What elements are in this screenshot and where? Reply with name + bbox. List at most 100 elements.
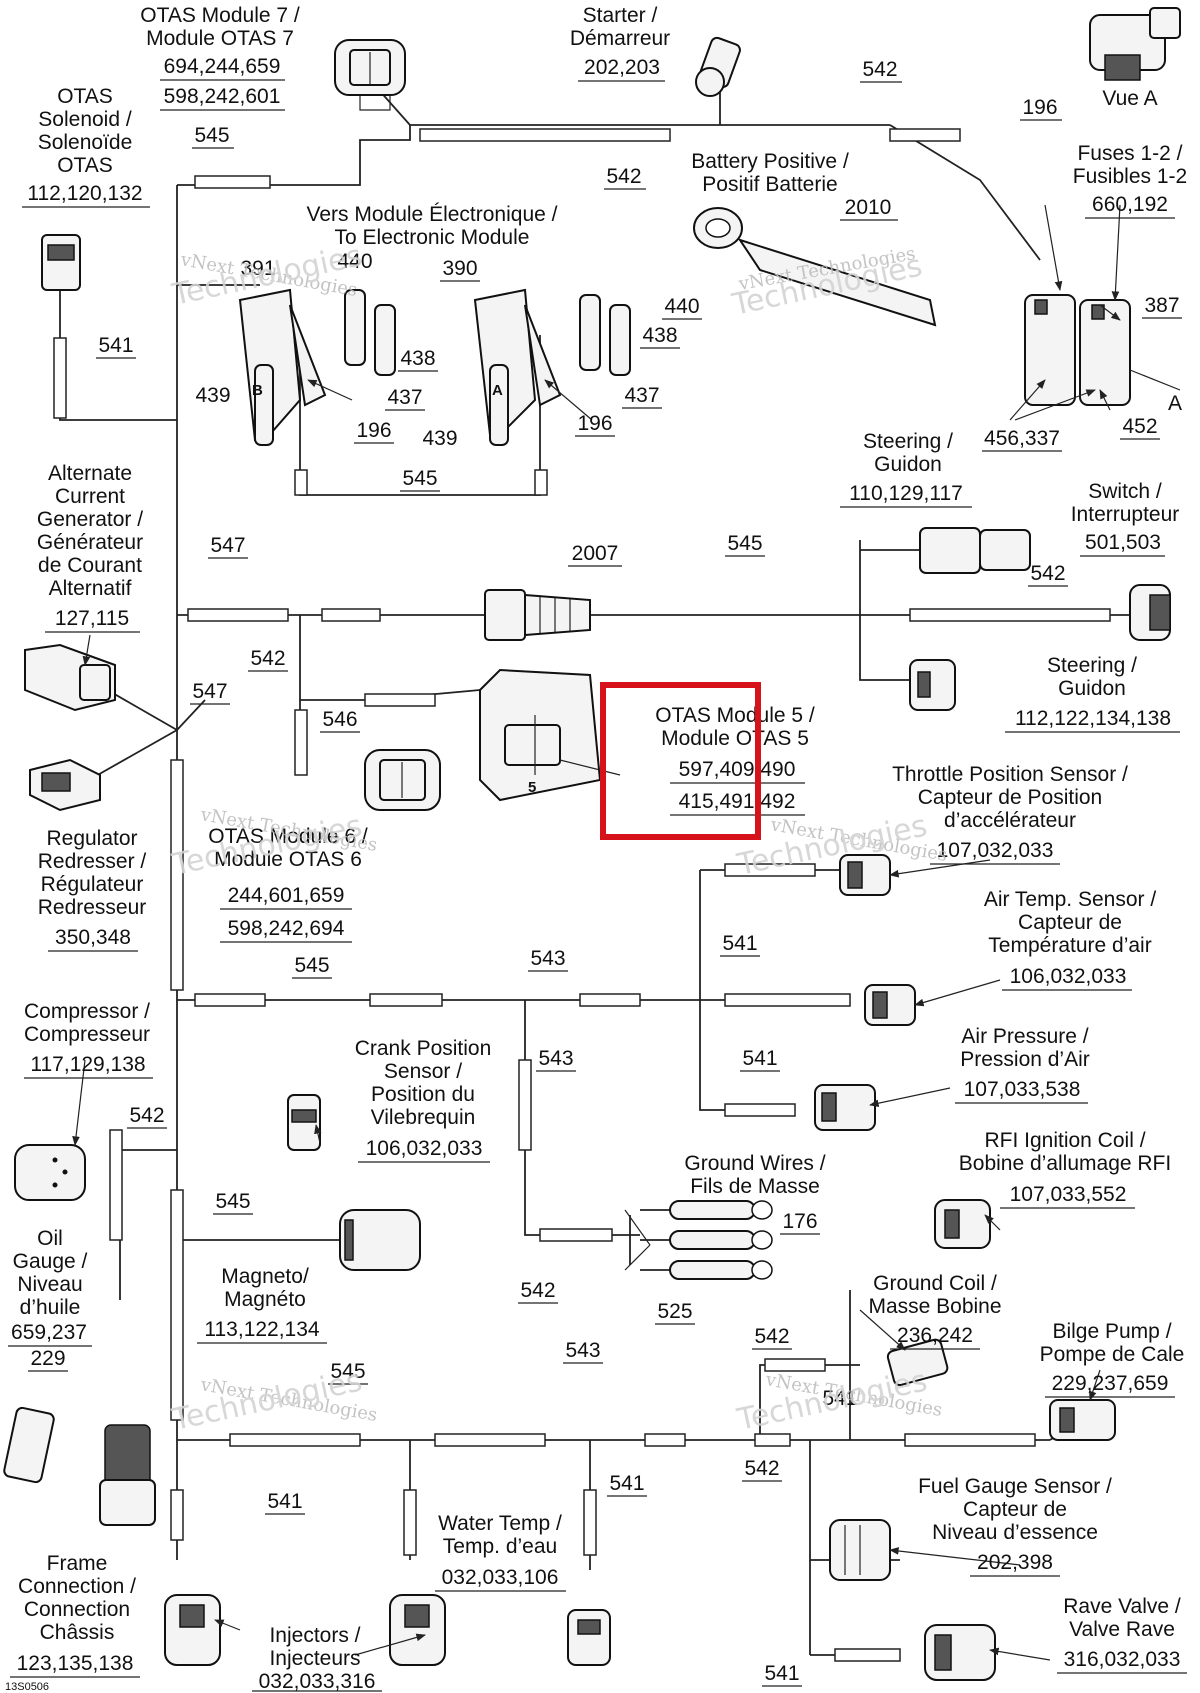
frame-connection-label: Frame [47, 1552, 108, 1575]
svg-text:Technologies: Technologies [733, 809, 930, 884]
svg-text:Positif Batterie: Positif Batterie [702, 173, 837, 196]
rfi-ignition-coil-connector-icon [934, 1199, 991, 1249]
rave-valve-connector-icon [924, 1624, 996, 1681]
grommet-coupler-icon [484, 589, 591, 641]
connectors [3, 7, 1181, 1681]
svg-text:Capteur de: Capteur de [1018, 911, 1122, 934]
watermarks: vNext Technologies Technologies vNext Te… [168, 239, 948, 1439]
svg-text:Capteur de: Capteur de [963, 1498, 1067, 1521]
svg-text:Position du: Position du [371, 1083, 475, 1106]
svg-text:541: 541 [98, 334, 133, 357]
svg-text:547: 547 [192, 680, 227, 703]
starter-connector-icon [695, 36, 741, 97]
battery-positive-label: Battery Positive / [691, 150, 849, 173]
svg-text:542: 542 [862, 58, 897, 81]
svg-text:032,033,316: 032,033,316 [259, 1670, 376, 1693]
oil-gauge-connector-icon [3, 1406, 156, 1526]
svg-text:660,192: 660,192 [1092, 193, 1168, 216]
svg-text:546: 546 [322, 708, 357, 731]
svg-text:Redresser /: Redresser / [38, 850, 147, 873]
compressor-label: Compressor / [24, 1000, 150, 1023]
svg-text:196: 196 [577, 412, 612, 435]
svg-text:Current: Current [55, 485, 125, 508]
svg-text:196: 196 [1022, 96, 1057, 119]
svg-text:541: 541 [822, 1387, 857, 1410]
svg-text:350,348: 350,348 [55, 926, 131, 949]
svg-text:Vilebrequin: Vilebrequin [371, 1106, 476, 1129]
steering-connector-2-icon [909, 659, 956, 711]
bilge-pump-connector-icon [1049, 1399, 1116, 1441]
svg-text:117,129,138: 117,129,138 [30, 1053, 145, 1076]
fuse-box-icon [1024, 294, 1181, 406]
svg-text:OTAS: OTAS [57, 154, 113, 177]
svg-text:113,122,134: 113,122,134 [204, 1318, 320, 1341]
svg-text:229: 229 [30, 1347, 65, 1370]
svg-text:112,122,134,138: 112,122,134,138 [1015, 707, 1171, 730]
svg-text:Châssis: Châssis [40, 1621, 115, 1644]
connector-5-letter: 5 [528, 779, 536, 796]
svg-text:Masse Bobine: Masse Bobine [868, 1295, 1001, 1318]
svg-text:Temp. d’eau: Temp. d’eau [443, 1535, 557, 1558]
svg-text:316,032,033: 316,032,033 [1064, 1648, 1181, 1671]
svg-text:Compresseur: Compresseur [24, 1023, 150, 1046]
svg-text:542: 542 [129, 1104, 164, 1127]
steering-2-label: Steering / [1047, 654, 1137, 677]
svg-text:Fils de Masse: Fils de Masse [690, 1175, 820, 1198]
svg-text:542: 542 [744, 1457, 779, 1480]
svg-text:541: 541 [742, 1047, 777, 1070]
svg-text:127,115: 127,115 [55, 607, 129, 630]
svg-text:390: 390 [442, 257, 477, 280]
crank-position-sensor-connector-icon [287, 1094, 321, 1151]
svg-text:543: 543 [538, 1047, 573, 1070]
otas-solenoid-label: OTAS [57, 85, 113, 108]
svg-text:Module OTAS 7: Module OTAS 7 [146, 27, 294, 50]
svg-text:107,033,552: 107,033,552 [1010, 1183, 1127, 1206]
connector-b-letter: B [252, 382, 263, 399]
svg-text:106,032,033: 106,032,033 [366, 1137, 483, 1160]
svg-text:Valve Rave: Valve Rave [1069, 1618, 1175, 1641]
svg-text:Régulateur: Régulateur [41, 873, 144, 896]
svg-text:545: 545 [215, 1190, 250, 1213]
svg-text:032,033,106: 032,033,106 [442, 1566, 559, 1589]
svg-text:659,237: 659,237 [11, 1321, 87, 1344]
svg-text:107,032,033: 107,032,033 [937, 839, 1054, 862]
svg-text:452: 452 [1122, 415, 1157, 438]
svg-text:Niveau d’essence: Niveau d’essence [932, 1521, 1098, 1544]
svg-text:439: 439 [195, 384, 230, 407]
otas-module-6-label: OTAS Module 6 / [208, 825, 368, 848]
svg-text:244,601,659: 244,601,659 [228, 884, 345, 907]
frame-connection-connector-icon [164, 1594, 221, 1666]
vue-a-detail-icon [1089, 7, 1181, 81]
svg-text:Connection: Connection [24, 1598, 130, 1621]
svg-text:Niveau: Niveau [17, 1273, 82, 1296]
svg-text:229,237,659: 229,237,659 [1052, 1372, 1169, 1395]
svg-text:541: 541 [722, 932, 757, 955]
svg-text:Injecteurs: Injecteurs [269, 1647, 360, 1670]
ground-coil-label: Ground Coil / [873, 1272, 997, 1295]
regulator-connector-icon [29, 758, 101, 812]
battery-positive-terminal-icon [693, 207, 937, 327]
svg-text:545: 545 [727, 532, 762, 555]
switch-connector-icon [1129, 584, 1171, 641]
callout-numbers: 196 542 545 542 2010 391 440 390 440 438… [28, 58, 1182, 1687]
otas-module-5-label: OTAS Module 5 / [655, 704, 815, 727]
svg-text:Redresseur: Redresseur [38, 896, 147, 919]
otas-module-5-connector-icon [479, 668, 602, 802]
alternate-generator-label: Alternate [48, 462, 132, 485]
water-temp-connector-icon [567, 1609, 611, 1666]
svg-text:437: 437 [387, 386, 422, 409]
rfi-ignition-coil-label: RFI Ignition Coil / [984, 1129, 1145, 1152]
svg-text:2007: 2007 [572, 542, 619, 565]
electronic-module-label: Vers Module Électronique / [307, 203, 558, 226]
svg-text:Connection /: Connection / [18, 1575, 136, 1598]
otas-solenoid-connector-icon [41, 234, 81, 291]
fuel-gauge-sensor-label: Fuel Gauge Sensor / [918, 1475, 1112, 1498]
svg-text:438: 438 [400, 347, 435, 370]
svg-text:543: 543 [530, 947, 565, 970]
svg-text:202,398: 202,398 [977, 1551, 1053, 1574]
sleeves [53, 128, 1111, 1662]
svg-text:Pression d’Air: Pression d’Air [960, 1048, 1090, 1071]
alternate-generator-connector-icon [24, 643, 116, 712]
svg-text:Module OTAS 6: Module OTAS 6 [214, 848, 362, 871]
svg-text:196: 196 [356, 419, 391, 442]
